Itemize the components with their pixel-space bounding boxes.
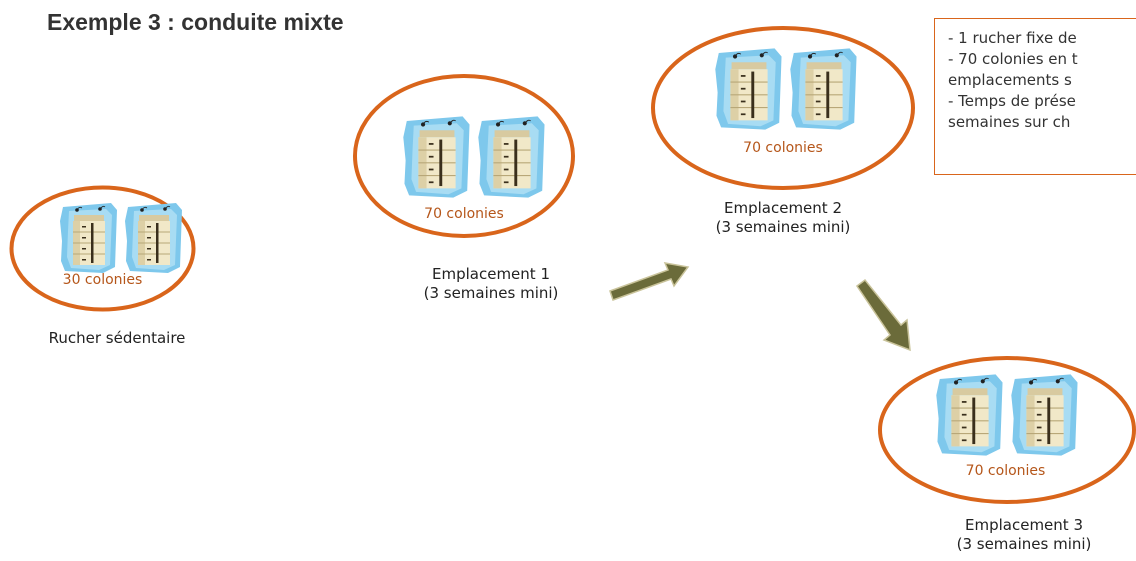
beehive-icon: [402, 114, 472, 200]
apiary-ellipse: [353, 74, 575, 238]
arrow-right-icon: [609, 262, 690, 301]
apiary-ellipse: [651, 26, 915, 190]
caption-duration: (3 semaines mini): [956, 535, 1092, 553]
note-line: emplacements s: [948, 71, 1072, 89]
apiary-caption: Emplacement 3 (3 semaines mini): [924, 516, 1124, 554]
caption-title: Emplacement 3: [965, 516, 1083, 534]
beehive-icon: [935, 372, 1005, 458]
beehive-icon: [477, 114, 547, 200]
note-line: - Temps de prése: [948, 92, 1076, 110]
beehive-icon: [789, 46, 859, 132]
caption-duration: (3 semaines mini): [423, 284, 559, 302]
caption-duration: (3 semaines mini): [715, 218, 851, 236]
beehive-icon: [59, 201, 119, 275]
apiary-ellipse: [9, 185, 196, 312]
apiary-caption: Emplacement 1 (3 semaines mini): [391, 265, 591, 303]
beehive-icon: [124, 201, 184, 275]
arrow-down-icon: [855, 278, 911, 352]
apiary-caption: Emplacement 2 (3 semaines mini): [683, 199, 883, 237]
apiary-location-3: 70 colonies: [875, 355, 1136, 505]
apiary-location-1: 70 colonies: [352, 73, 576, 239]
notes-box: - 1 rucher fixe de - 70 colonies en t em…: [934, 18, 1136, 175]
note-line: - 70 colonies en t: [948, 50, 1078, 68]
page-title: Exemple 3 : conduite mixte: [47, 9, 344, 35]
note-line: - 1 rucher fixe de: [948, 29, 1077, 47]
apiary-location-2: 70 colonies: [650, 25, 916, 191]
colonies-count: 70 colonies: [965, 463, 1046, 479]
apiary-caption: Rucher sédentaire: [22, 329, 212, 348]
beehive-icon: [714, 46, 784, 132]
colonies-count: 70 colonies: [424, 206, 504, 222]
colonies-count: 70 colonies: [743, 140, 823, 156]
caption-title: Emplacement 2: [724, 199, 842, 217]
note-line: semaines sur ch: [948, 113, 1071, 131]
caption-title: Rucher sédentaire: [48, 329, 186, 347]
caption-title: Emplacement 1: [432, 265, 550, 283]
colonies-count: 30 colonies: [62, 272, 143, 288]
apiary-ellipse: [878, 356, 1136, 504]
beehive-icon: [1010, 372, 1080, 458]
apiary-sedentary: 30 colonies: [9, 185, 196, 312]
